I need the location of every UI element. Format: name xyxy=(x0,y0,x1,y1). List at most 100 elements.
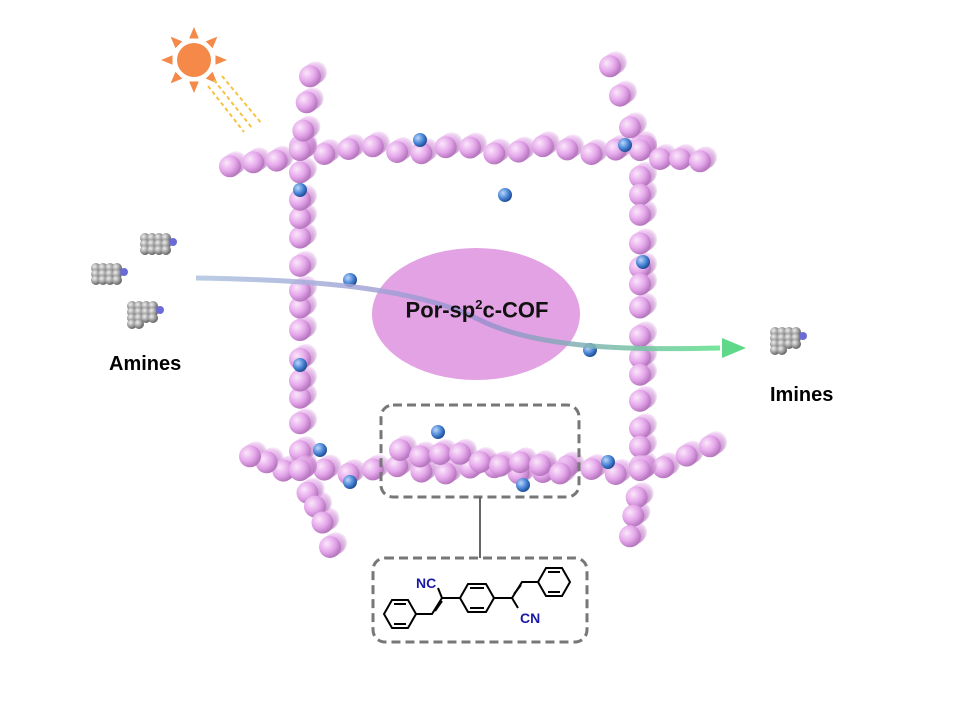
framework-atom xyxy=(689,150,711,173)
framework-atom xyxy=(386,140,409,163)
nitrogen-atom xyxy=(313,443,327,457)
cof-name-superscript: 2 xyxy=(475,297,483,312)
framework-atom xyxy=(629,296,651,319)
framework-atom xyxy=(629,325,651,348)
framework-atom xyxy=(629,435,651,458)
framework-atom xyxy=(289,139,311,161)
nitrogen-atom xyxy=(431,425,445,439)
framework-atom xyxy=(549,462,571,485)
framework-atom xyxy=(255,451,278,474)
framework-atom xyxy=(699,435,721,458)
linker-box xyxy=(371,556,589,644)
carbon-atom xyxy=(777,345,787,355)
framework-atom xyxy=(361,135,384,158)
framework-atom xyxy=(629,183,651,206)
framework-atom xyxy=(629,232,651,255)
framework-atom xyxy=(289,161,311,184)
nitrogen-atom xyxy=(636,255,650,269)
framework-atom xyxy=(629,139,651,161)
sun-ray xyxy=(170,71,183,84)
framework-atom xyxy=(580,142,603,165)
nitrogen-atom xyxy=(799,332,807,340)
carbon-atom xyxy=(127,319,137,329)
framework-atom xyxy=(429,442,451,465)
framework-atom xyxy=(295,91,318,114)
sun-ray xyxy=(205,36,218,49)
framework-atom xyxy=(409,445,431,468)
framework-atom xyxy=(219,155,241,178)
framework-atom xyxy=(289,412,311,435)
framework-atom xyxy=(629,203,651,226)
framework-atom xyxy=(289,319,311,342)
framework-atom xyxy=(469,450,491,473)
framework-atom xyxy=(289,386,311,409)
carbon-atom xyxy=(112,275,122,285)
framework-atom xyxy=(289,459,311,481)
nitrogen-atom xyxy=(498,188,512,202)
framework-atom xyxy=(272,459,295,482)
nitrile-label-top: NC xyxy=(416,575,437,591)
reaction-arrow xyxy=(195,275,721,352)
carbon-atom xyxy=(154,245,164,255)
cof-name-label: Por-sp2c-COF xyxy=(372,297,582,323)
framework-atom xyxy=(629,389,651,412)
molecules xyxy=(91,233,807,355)
framework-atom xyxy=(337,137,360,160)
framework-atom xyxy=(313,142,336,165)
nitrogen-atom xyxy=(413,133,427,147)
framework-atom xyxy=(434,462,457,485)
framework-atom xyxy=(675,444,698,467)
framework-atom xyxy=(629,363,651,386)
framework-atom xyxy=(313,458,336,481)
framework-atom xyxy=(629,346,651,369)
cof-name: Por-sp xyxy=(405,297,476,323)
framework-atom xyxy=(289,369,311,392)
framework-atom xyxy=(410,142,433,165)
nitrogen-atom xyxy=(120,268,128,276)
carbon-atom xyxy=(98,275,108,285)
carbon-atom xyxy=(141,313,151,323)
carbon-atom xyxy=(161,245,171,255)
framework-atom xyxy=(292,119,315,142)
framework-atom xyxy=(299,65,321,88)
framework-atom xyxy=(242,151,265,174)
cof-framework xyxy=(219,51,727,558)
nitrogen-atom xyxy=(293,183,307,197)
framework-atom xyxy=(622,504,645,527)
framework-atom xyxy=(580,457,603,480)
carbon-atom xyxy=(791,339,801,349)
framework-atom xyxy=(459,136,481,159)
nitrogen-atom xyxy=(343,273,357,287)
framework-atom xyxy=(289,279,311,302)
arrow-head-icon xyxy=(722,338,746,358)
framework-atom xyxy=(311,511,334,534)
carbon-atom xyxy=(134,319,144,329)
framework-atom xyxy=(434,136,457,159)
nitrogen-atom xyxy=(601,455,615,469)
framework-atom xyxy=(449,442,471,465)
framework-atom xyxy=(619,116,641,139)
carbon-atom xyxy=(105,275,115,285)
framework-atom xyxy=(319,535,341,558)
carbon-atom xyxy=(770,345,780,355)
framework-atom xyxy=(529,454,551,477)
sun-ray xyxy=(215,55,227,65)
framework-atom xyxy=(289,254,311,277)
framework-atom xyxy=(389,439,411,461)
framework-atom xyxy=(531,135,554,158)
carbon-atom xyxy=(140,245,150,255)
nitrogen-atom xyxy=(516,478,530,492)
framework-atom xyxy=(239,445,261,468)
framework-atom xyxy=(509,451,531,474)
pore-ellipse xyxy=(372,248,580,380)
framework-atom xyxy=(652,456,675,479)
framework-atom xyxy=(629,417,651,440)
framework-atom xyxy=(629,273,651,296)
framework-atom xyxy=(649,147,671,170)
linker-structure xyxy=(382,567,572,629)
framework-atom xyxy=(609,84,631,107)
sun-icon xyxy=(161,27,263,133)
framework-atom xyxy=(289,296,311,319)
